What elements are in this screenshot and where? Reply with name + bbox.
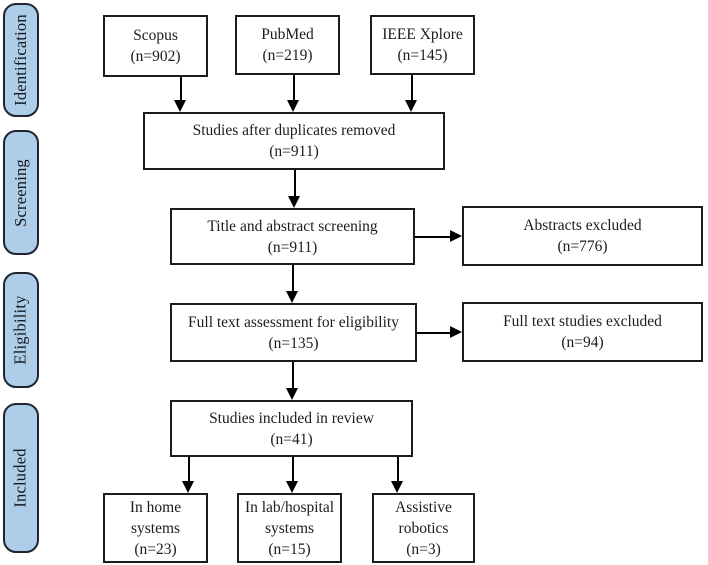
- box-title-abstract-screening: Title and abstract screening (n=911): [170, 208, 415, 265]
- box-fulltext-excluded: Full text studies excluded (n=94): [462, 302, 703, 362]
- box-label: Assistive robotics: [395, 498, 452, 537]
- arrow-fulltext-to-included: [286, 362, 299, 400]
- box-label: Scopus: [133, 27, 178, 44]
- box-label: Abstracts excluded: [523, 217, 642, 234]
- arrow-screening-to-abstracts-excluded: [415, 230, 462, 243]
- stage-label: Identification: [11, 14, 30, 106]
- box-lab-hospital-systems: In lab/hospital systems (n=15): [237, 493, 342, 563]
- box-fulltext-assessment: Full text assessment for eligibility (n=…: [170, 303, 417, 362]
- box-scopus: Scopus (n=902): [103, 15, 208, 77]
- box-count: (n=135): [268, 334, 319, 352]
- box-assistive-robotics: Assistive robotics (n=3): [372, 493, 475, 563]
- box-label: In home systems: [129, 498, 182, 537]
- box-label: Title and abstract screening: [207, 217, 378, 235]
- stage-screening: Screening: [3, 130, 39, 255]
- arrow-included-to-robotics: [391, 457, 404, 493]
- stage-identification: Identification: [3, 3, 39, 117]
- box-count: (n=3): [406, 540, 441, 558]
- box-count: (n=23): [134, 540, 177, 558]
- box-count: (n=776): [557, 238, 608, 255]
- box-label: IEEE Xplore: [382, 26, 463, 43]
- arrow-duplicates-to-screening: [288, 170, 301, 208]
- box-label: Full text assessment for eligibility: [188, 313, 399, 331]
- box-label: Studies included in review: [209, 409, 374, 427]
- box-count: (n=219): [262, 47, 313, 64]
- box-count: (n=911): [269, 143, 319, 160]
- arrow-scopus-to-duplicates: [174, 77, 187, 112]
- arrow-fulltext-to-fulltext-excluded: [417, 326, 462, 339]
- arrow-pubmed-to-duplicates: [287, 75, 300, 112]
- box-abstracts-excluded: Abstracts excluded (n=776): [462, 206, 703, 266]
- arrow-included-to-home: [182, 457, 195, 493]
- box-ieee: IEEE Xplore (n=145): [370, 15, 475, 75]
- box-duplicates-removed: Studies after duplicates removed (n=911): [143, 112, 445, 170]
- arrow-included-to-lab: [286, 457, 299, 493]
- box-count: (n=15): [268, 540, 311, 558]
- box-label: PubMed: [261, 26, 314, 43]
- box-count: (n=41): [270, 430, 313, 448]
- box-label: Full text studies excluded: [503, 313, 662, 330]
- box-count: (n=902): [130, 48, 181, 65]
- box-count: (n=94): [561, 334, 604, 351]
- box-count: (n=911): [267, 238, 318, 256]
- stage-included: Included: [3, 403, 39, 553]
- stage-label: Eligibility: [11, 295, 30, 365]
- box-pubmed: PubMed (n=219): [235, 15, 340, 75]
- stage-label: Included: [11, 448, 31, 508]
- box-label: In lab/hospital systems: [244, 498, 335, 537]
- arrow-ieee-to-duplicates: [405, 75, 418, 112]
- box-count: (n=145): [397, 47, 448, 64]
- box-included-in-review: Studies included in review (n=41): [170, 400, 413, 457]
- stage-eligibility: Eligibility: [3, 272, 39, 388]
- box-in-home-systems: In home systems (n=23): [103, 493, 208, 563]
- stage-label: Screening: [11, 158, 30, 227]
- box-label: Studies after duplicates removed: [192, 122, 396, 139]
- arrow-screening-to-fulltext: [286, 265, 299, 303]
